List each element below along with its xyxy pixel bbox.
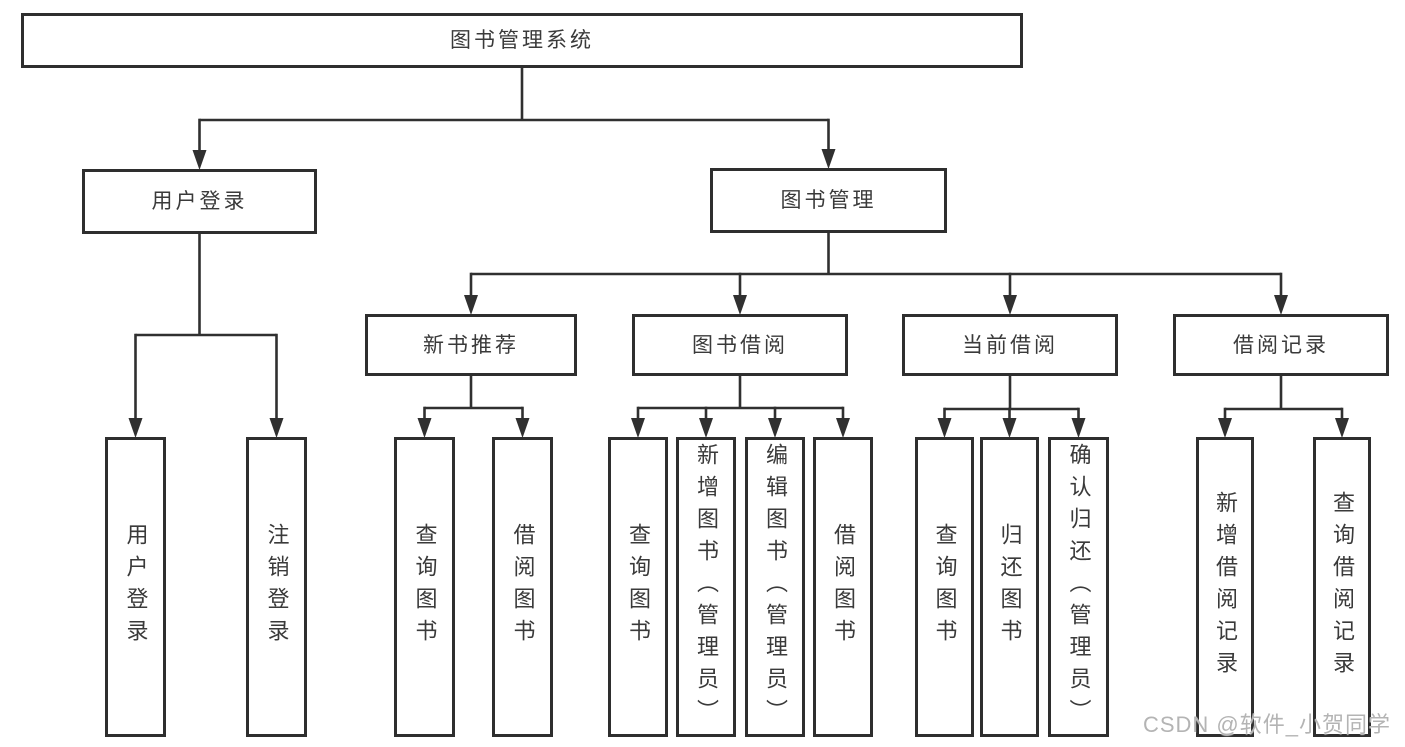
arrowhead-icon [269, 418, 284, 438]
node-label-borrow-query-books: 查询图书 [626, 523, 651, 651]
node-label-root: 图书管理系统 [450, 29, 594, 52]
arrowhead-icon [1071, 418, 1086, 438]
arrowhead-icon [1274, 295, 1288, 315]
node-newbook-query-books: 查询图书 [394, 437, 455, 737]
node-borrow-edit-books-admin: 编辑图书（管理员） [745, 437, 805, 737]
node-new-book-recommend: 新书推荐 [365, 314, 577, 376]
node-borrowing-records: 借阅记录 [1173, 314, 1389, 376]
node-label-current-return-books: 归还图书 [997, 523, 1023, 651]
node-label-current-borrowing: 当前借阅 [962, 333, 1058, 357]
node-newbook-borrow-books: 借阅图书 [492, 437, 553, 737]
arrowhead-icon [1218, 418, 1232, 438]
arrowhead-icon [699, 418, 713, 438]
node-login-leaf: 用户登录 [105, 437, 166, 737]
node-root: 图书管理系统 [21, 13, 1023, 68]
node-label-current-confirm-return-admin: 确认归还（管理员） [1066, 443, 1092, 731]
node-current-return-books: 归还图书 [980, 437, 1039, 737]
node-label-newbook-borrow-books: 借阅图书 [510, 523, 536, 651]
arrowhead-icon [821, 149, 836, 169]
node-label-new-book-recommend: 新书推荐 [423, 333, 519, 357]
arrowhead-icon [768, 418, 782, 438]
node-current-borrowing: 当前借阅 [902, 314, 1118, 376]
node-logout-leaf: 注销登录 [246, 437, 307, 737]
node-label-logout-leaf: 注销登录 [264, 523, 290, 651]
arrowhead-icon [128, 418, 143, 438]
node-current-query-books: 查询图书 [915, 437, 974, 737]
node-label-borrow-borrow-books: 借阅图书 [831, 523, 856, 651]
node-label-borrow-edit-books-admin: 编辑图书（管理员） [763, 443, 788, 731]
node-label-newbook-query-books: 查询图书 [412, 523, 438, 651]
node-book-management: 图书管理 [710, 168, 947, 233]
node-label-records-add-record: 新增借阅记录 [1213, 491, 1238, 683]
arrowhead-icon [631, 418, 645, 438]
node-records-add-record: 新增借阅记录 [1196, 437, 1254, 737]
node-label-book-management: 图书管理 [780, 189, 877, 212]
arrowhead-icon [192, 150, 207, 170]
arrowhead-icon [417, 418, 432, 438]
node-book-borrowing: 图书借阅 [632, 314, 848, 376]
node-label-borrow-add-books-admin: 新增图书（管理员） [694, 443, 719, 731]
node-label-login-leaf: 用户登录 [123, 523, 149, 651]
node-label-book-borrowing: 图书借阅 [692, 333, 788, 357]
node-borrow-add-books-admin: 新增图书（管理员） [676, 437, 736, 737]
watermark: CSDN @软件_小贺同学 [1142, 712, 1391, 737]
arrowhead-icon [515, 418, 530, 438]
node-label-user-login: 用户登录 [151, 190, 248, 213]
arrowhead-icon [1335, 418, 1349, 438]
arrowhead-icon [937, 418, 952, 438]
arrowhead-icon [733, 295, 747, 315]
node-records-query-record: 查询借阅记录 [1313, 437, 1371, 737]
node-label-borrowing-records: 借阅记录 [1233, 333, 1329, 357]
node-borrow-borrow-books: 借阅图书 [813, 437, 873, 737]
arrowhead-icon [836, 418, 850, 438]
node-user-login: 用户登录 [82, 169, 317, 234]
arrowhead-icon [464, 295, 478, 315]
node-borrow-query-books: 查询图书 [608, 437, 668, 737]
node-label-current-query-books: 查询图书 [932, 523, 958, 651]
arrowhead-icon [1002, 418, 1017, 438]
node-current-confirm-return-admin: 确认归还（管理员） [1048, 437, 1109, 737]
node-label-records-query-record: 查询借阅记录 [1330, 491, 1355, 683]
arrowhead-icon [1003, 295, 1017, 315]
